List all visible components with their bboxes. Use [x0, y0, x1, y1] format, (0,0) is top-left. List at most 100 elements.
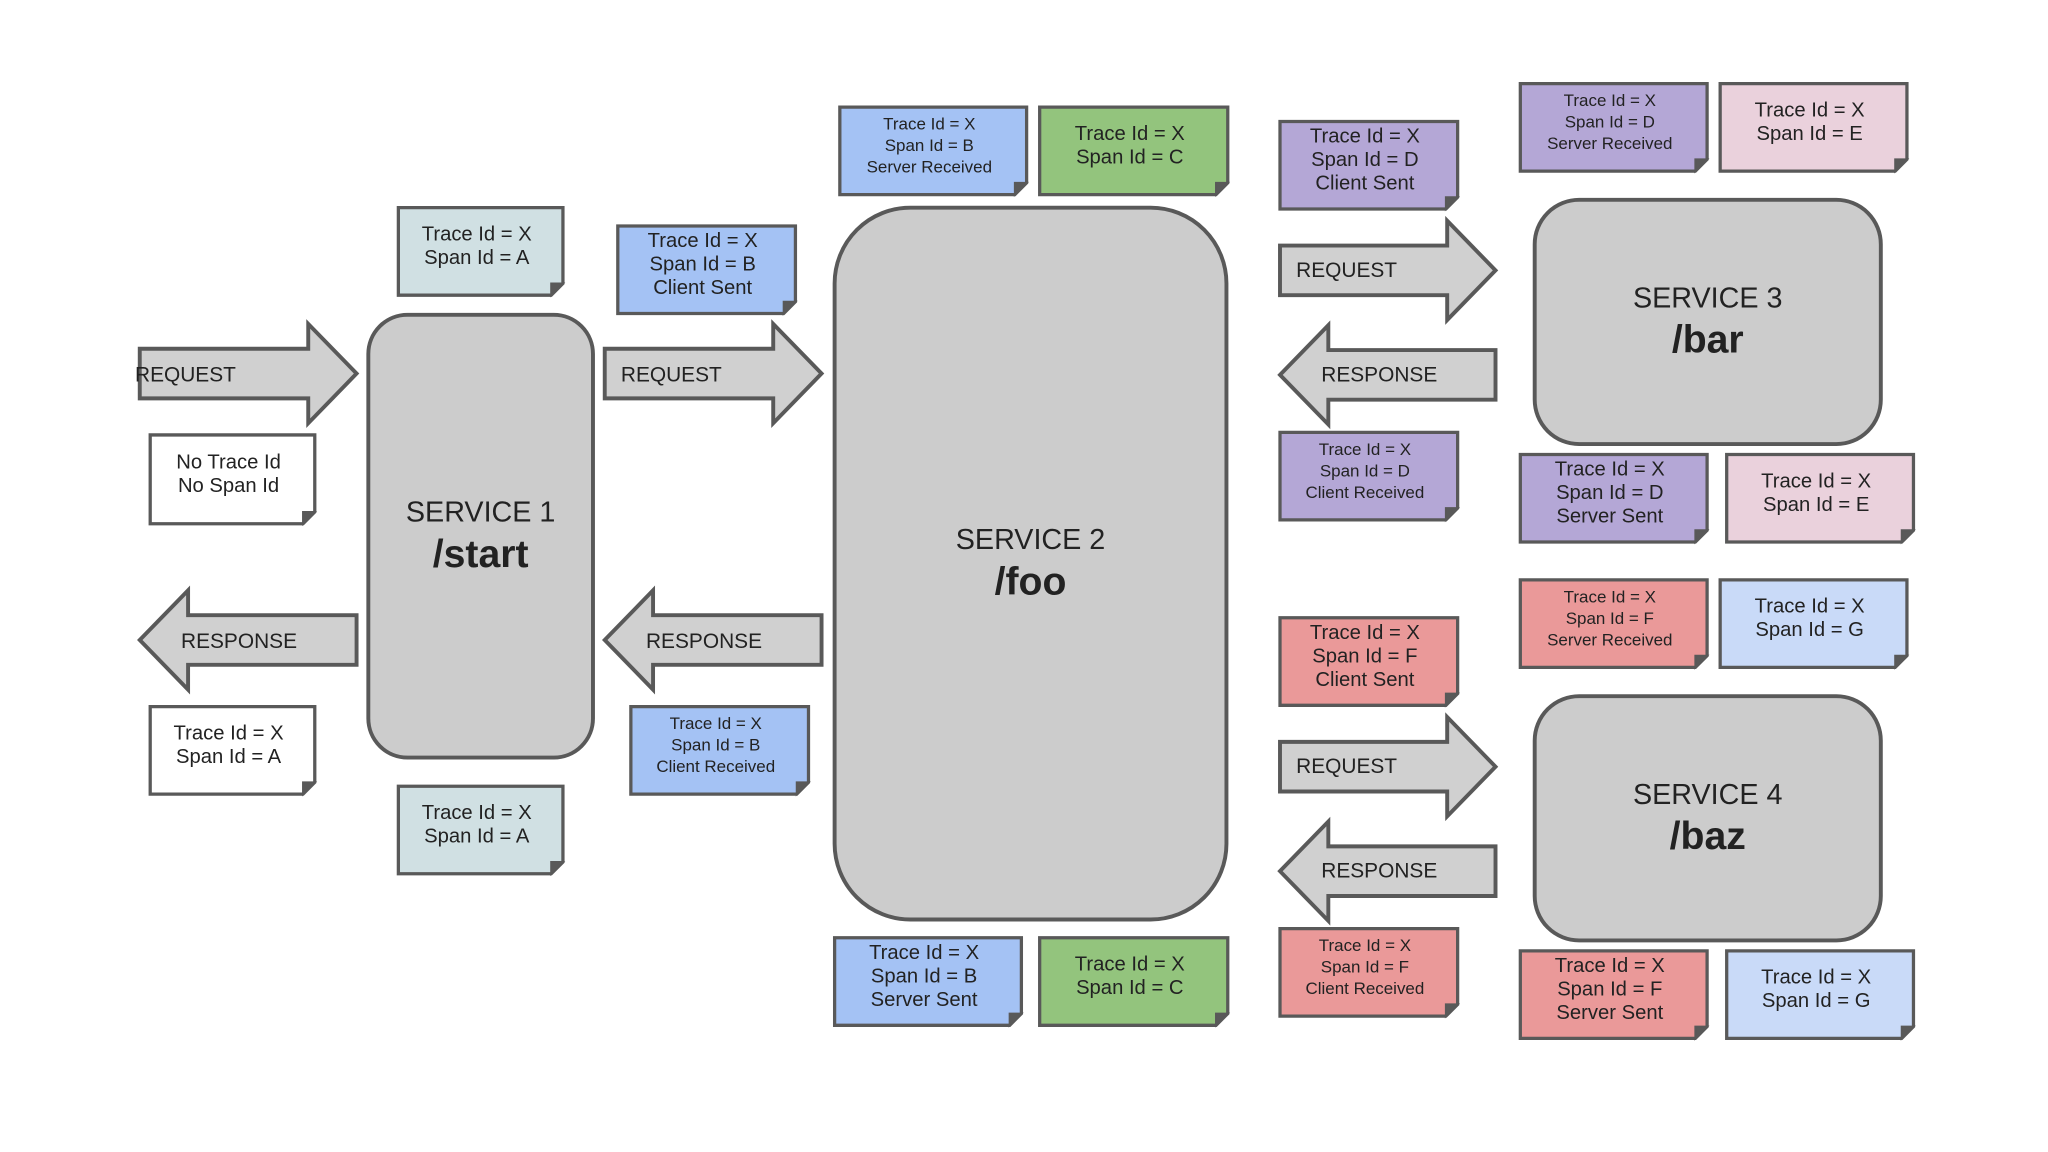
- note-line: Span Id = A: [176, 746, 282, 768]
- s2-request-arrow: REQUEST: [602, 319, 825, 429]
- note-line: Trace Id = X: [869, 942, 980, 964]
- note-line: Span Id = F: [1321, 958, 1409, 977]
- note-line: Trace Id = X: [648, 230, 759, 252]
- note-line: Client Received: [1305, 979, 1424, 998]
- note-line: Span Id = E: [1756, 123, 1862, 145]
- note-line: Span Id = B: [671, 736, 760, 755]
- note-line: Span Id = G: [1762, 990, 1871, 1012]
- service-name: SERVICE 2: [956, 524, 1106, 556]
- s3-request-arrow: REQUEST: [1278, 215, 1499, 325]
- s1-request-arrow: REQUEST: [135, 319, 360, 429]
- note-line: Trace Id = X: [422, 223, 533, 245]
- note-line: Span Id = D: [1565, 113, 1655, 132]
- arrow-label: REQUEST: [1296, 259, 1397, 282]
- note-line: Trace Id = X: [1761, 470, 1872, 492]
- note-line: Span Id = F: [1557, 978, 1662, 1000]
- arrow-label: REQUEST: [135, 363, 236, 386]
- service-2: SERVICE 2/foo: [832, 205, 1229, 922]
- note-line: Trace Id = X: [1555, 955, 1666, 977]
- note-line: Server Received: [1547, 134, 1672, 153]
- note-line: Trace Id = X: [670, 714, 762, 733]
- note-line: Span Id = B: [885, 136, 974, 155]
- note-line: No Trace Id: [176, 451, 281, 473]
- note-line: Span Id = F: [1566, 609, 1654, 628]
- note-line: Trace Id = X: [1755, 596, 1866, 618]
- note-line: Span Id = E: [1763, 494, 1869, 516]
- arrow-label: REQUEST: [1296, 755, 1397, 778]
- arrow-label: RESPONSE: [1321, 860, 1437, 883]
- service-path: /start: [433, 533, 529, 576]
- note-line: Trace Id = X: [1310, 125, 1421, 147]
- note-line: Trace Id = X: [1564, 587, 1656, 606]
- note-line: Span Id = A: [424, 247, 530, 269]
- note-line: Span Id = D: [1320, 461, 1410, 480]
- service-name: SERVICE 4: [1633, 779, 1783, 811]
- s3-server-received-note: Trace Id = X Span Id = D Server Received: [1518, 81, 1710, 174]
- s1-response-arrow: RESPONSE: [137, 585, 359, 695]
- note-line: Client Sent: [1315, 173, 1414, 195]
- arrow-label: RESPONSE: [646, 630, 762, 653]
- note-line: Span Id = C: [1076, 977, 1183, 999]
- arrow-label: REQUEST: [621, 363, 722, 386]
- service-4: SERVICE 4/baz: [1532, 694, 1883, 943]
- service-name: SERVICE 1: [406, 497, 556, 529]
- note-line: Trace Id = X: [1319, 936, 1411, 955]
- note-line: Server Sent: [871, 989, 978, 1011]
- note-line: Span Id = F: [1312, 645, 1417, 667]
- note-line: Trace Id = X: [1555, 459, 1666, 481]
- note-line: Trace Id = X: [422, 802, 533, 824]
- note-line: Server Sent: [1556, 506, 1663, 528]
- note-line: Trace Id = X: [1319, 440, 1411, 459]
- s2-client-received-d-note: Trace Id = X Span Id = D Client Received: [1278, 430, 1460, 523]
- s4-server-received-note: Trace Id = X Span Id = F Server Received: [1518, 578, 1710, 670]
- note-line: Trace Id = X: [883, 115, 975, 134]
- s3-response-arrow: RESPONSE: [1277, 320, 1498, 430]
- service-path: /bar: [1672, 319, 1744, 362]
- note-line: Span Id = B: [650, 253, 756, 275]
- note-line: Span Id = D: [1556, 482, 1663, 504]
- note-line: Server Sent: [1556, 1002, 1663, 1024]
- note-line: Trace Id = X: [174, 722, 285, 744]
- note-line: Client Sent: [653, 277, 752, 299]
- note-line: Span Id = A: [424, 826, 530, 848]
- service-path: /baz: [1670, 815, 1746, 858]
- arrow-label: RESPONSE: [181, 630, 297, 653]
- note-line: Client Sent: [1315, 669, 1414, 691]
- note-line: Span Id = C: [1076, 146, 1183, 168]
- note-line: Trace Id = X: [1310, 622, 1421, 644]
- s1-client-received-note: Trace Id = X Span Id = B Client Received: [629, 704, 811, 797]
- s2-server-received-note: Trace Id = X Span Id = B Server Received: [838, 105, 1029, 197]
- note-line: Client Received: [656, 757, 775, 776]
- service-path: /foo: [995, 560, 1067, 603]
- s4-request-arrow: REQUEST: [1278, 712, 1499, 822]
- arrow-label: RESPONSE: [1321, 363, 1437, 386]
- note-line: Client Received: [1305, 483, 1424, 502]
- note-line: Trace Id = X: [1755, 99, 1866, 121]
- note-line: Span Id = B: [871, 965, 977, 987]
- service-1: SERVICE 1/start: [366, 312, 595, 760]
- service-3: SERVICE 3/bar: [1532, 197, 1883, 447]
- service-name: SERVICE 3: [1633, 282, 1783, 314]
- note-line: Trace Id = X: [1075, 954, 1186, 976]
- note-line: Trace Id = X: [1564, 91, 1656, 110]
- note-line: Server Received: [1547, 631, 1672, 650]
- note-line: Server Received: [867, 158, 992, 177]
- s2-response-arrow: RESPONSE: [602, 585, 824, 695]
